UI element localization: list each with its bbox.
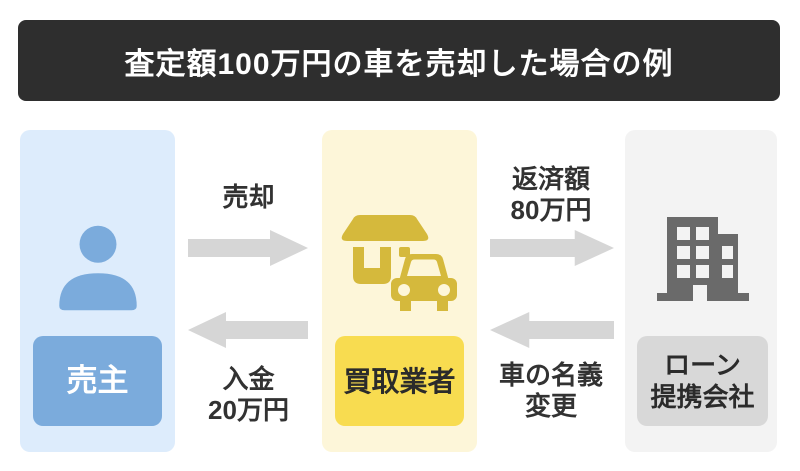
sell-flow-label: 売却: [222, 182, 275, 212]
name-change-flow-label: 車の名義 変更: [498, 360, 603, 421]
arrow-right-sell-icon: [188, 230, 308, 266]
store-car-icon: [341, 215, 457, 311]
arrow-left-deposit-icon: [188, 312, 308, 348]
dealer-tag: 買取業者: [335, 336, 464, 426]
deposit-flow-label: 入金 20万円: [208, 364, 289, 425]
arrow-left-name-change-icon: [490, 312, 614, 348]
loan-company-label-line2: 提携会社: [650, 382, 755, 412]
loan-company-tag: ローン 提携会社: [637, 336, 768, 426]
arrow-right-repayment-icon: [490, 230, 614, 266]
dealer-label: 買取業者: [343, 365, 456, 397]
page-title: 査定額100万円の車を売却した場合の例: [124, 47, 674, 81]
loan-company-label-line1: ローン: [664, 349, 741, 380]
repayment-flow-label: 返済額 80万円: [510, 164, 592, 225]
person-icon: [59, 225, 137, 311]
seller-tag: 売主: [33, 336, 162, 426]
seller-label: 売主: [66, 362, 129, 398]
title-banner: 査定額100万円の車を売却した場合の例: [18, 20, 780, 101]
building-icon: [657, 217, 749, 301]
